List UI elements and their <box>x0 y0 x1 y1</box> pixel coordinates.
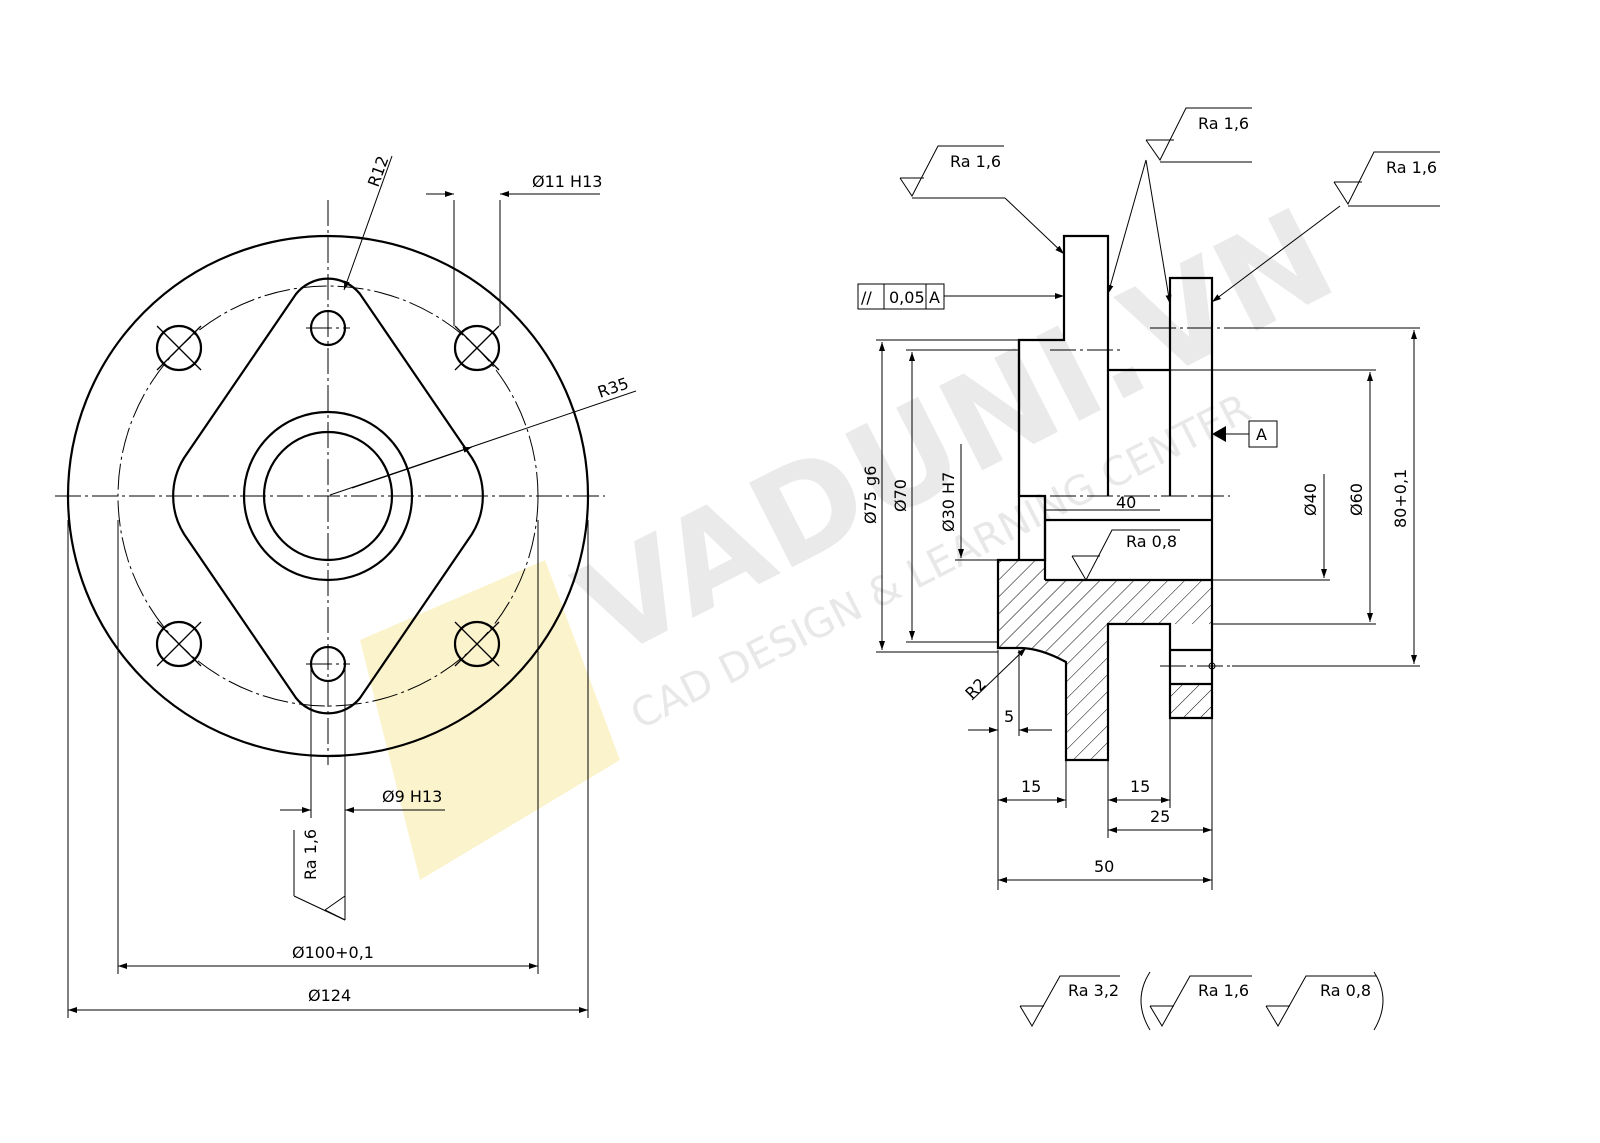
small-hole-top <box>306 309 350 347</box>
d9-label: Ø9 H13 <box>382 787 442 806</box>
tol-datum: A <box>929 288 940 307</box>
ra-bore-label: Ra 0,8 <box>1126 532 1177 551</box>
dim15b-label: 15 <box>1130 777 1150 796</box>
dim5-label: 5 <box>1004 707 1014 726</box>
ra-bore-symbol <box>1071 529 1180 582</box>
section-view: Ra 1,6 Ra 1,6 Ra 1,6 Ra 0,8 <box>857 107 1440 890</box>
dim40-label: 40 <box>1116 493 1136 512</box>
r35-label: R35 <box>595 374 631 402</box>
hub-outer-circle <box>242 410 414 582</box>
bolt-hole-top-right <box>453 324 501 372</box>
d80-label: 80+0,1 <box>1391 469 1410 528</box>
legend-open-paren <box>1140 971 1151 1031</box>
d60-label: Ø60 <box>1347 483 1366 516</box>
tol-symbol: // <box>861 288 872 307</box>
dim25-label: 25 <box>1150 807 1170 826</box>
dim15a-label: 15 <box>1021 777 1041 796</box>
ra-left-label: Ra 1,6 <box>950 152 1001 171</box>
section-hatch-rib <box>1170 684 1212 718</box>
bolt-hole-bottom-left <box>155 620 203 668</box>
legend-general-label: Ra 3,2 <box>1068 981 1119 1000</box>
watermark-logo <box>360 560 620 880</box>
ra-right-label: Ra 1,6 <box>1386 158 1437 177</box>
surface-finish-legend: Ra 3,2 Ra 1,6 Ra 0,8 <box>1019 971 1384 1031</box>
d40-label: Ø40 <box>1301 483 1320 516</box>
parallelism-tolerance-frame <box>857 283 1064 310</box>
d30-label: Ø30 H7 <box>939 472 958 532</box>
ra-top-label: Ra 1,6 <box>1198 114 1249 133</box>
ra-left-symbol <box>899 145 1065 255</box>
d124-label: Ø124 <box>308 986 351 1005</box>
hole-center-mark <box>1208 662 1216 670</box>
front-view: R12 Ø11 H13 R35 Ø9 H13 Ra 1,6 Ø100+0,1 <box>55 153 637 1018</box>
ra-right-symbol <box>1211 151 1440 303</box>
diamond-boss-outline <box>172 277 484 715</box>
d75-label: Ø75 g6 <box>861 466 880 524</box>
datum-a-symbol <box>1212 420 1278 448</box>
d100-label: Ø100+0,1 <box>292 943 374 962</box>
d11-label: Ø11 H13 <box>532 172 602 191</box>
r2-label: R2 <box>961 674 989 702</box>
d70-label: Ø70 <box>891 479 910 512</box>
legend-other1-symbol <box>1149 975 1252 1027</box>
r12-leader <box>343 155 393 291</box>
legend-close-paren <box>1373 971 1384 1031</box>
section-hatch-main <box>998 560 1212 760</box>
bolt-circle <box>117 285 539 707</box>
outer-flange-circle <box>66 234 590 758</box>
legend-other1-label: Ra 1,6 <box>1198 981 1249 1000</box>
ra-top-symbol <box>1107 107 1252 305</box>
ra-hole-label: Ra 1,6 <box>301 829 320 880</box>
bolt-hole-top-left <box>155 324 203 372</box>
datum-a-label: A <box>1256 425 1267 444</box>
surface-finish-hole-symbol <box>293 830 346 921</box>
dim50-label: 50 <box>1094 857 1114 876</box>
bolt-hole-bottom-right <box>453 620 501 668</box>
bore-circle <box>262 430 394 562</box>
legend-other2-symbol <box>1265 975 1376 1027</box>
legend-general-symbol <box>1019 975 1120 1027</box>
r12-label: R12 <box>364 153 393 189</box>
legend-other2-label: Ra 0,8 <box>1320 981 1371 1000</box>
r35-arrow <box>351 446 473 489</box>
tol-value: 0,05 <box>889 288 925 307</box>
r2-leader <box>971 647 1027 701</box>
